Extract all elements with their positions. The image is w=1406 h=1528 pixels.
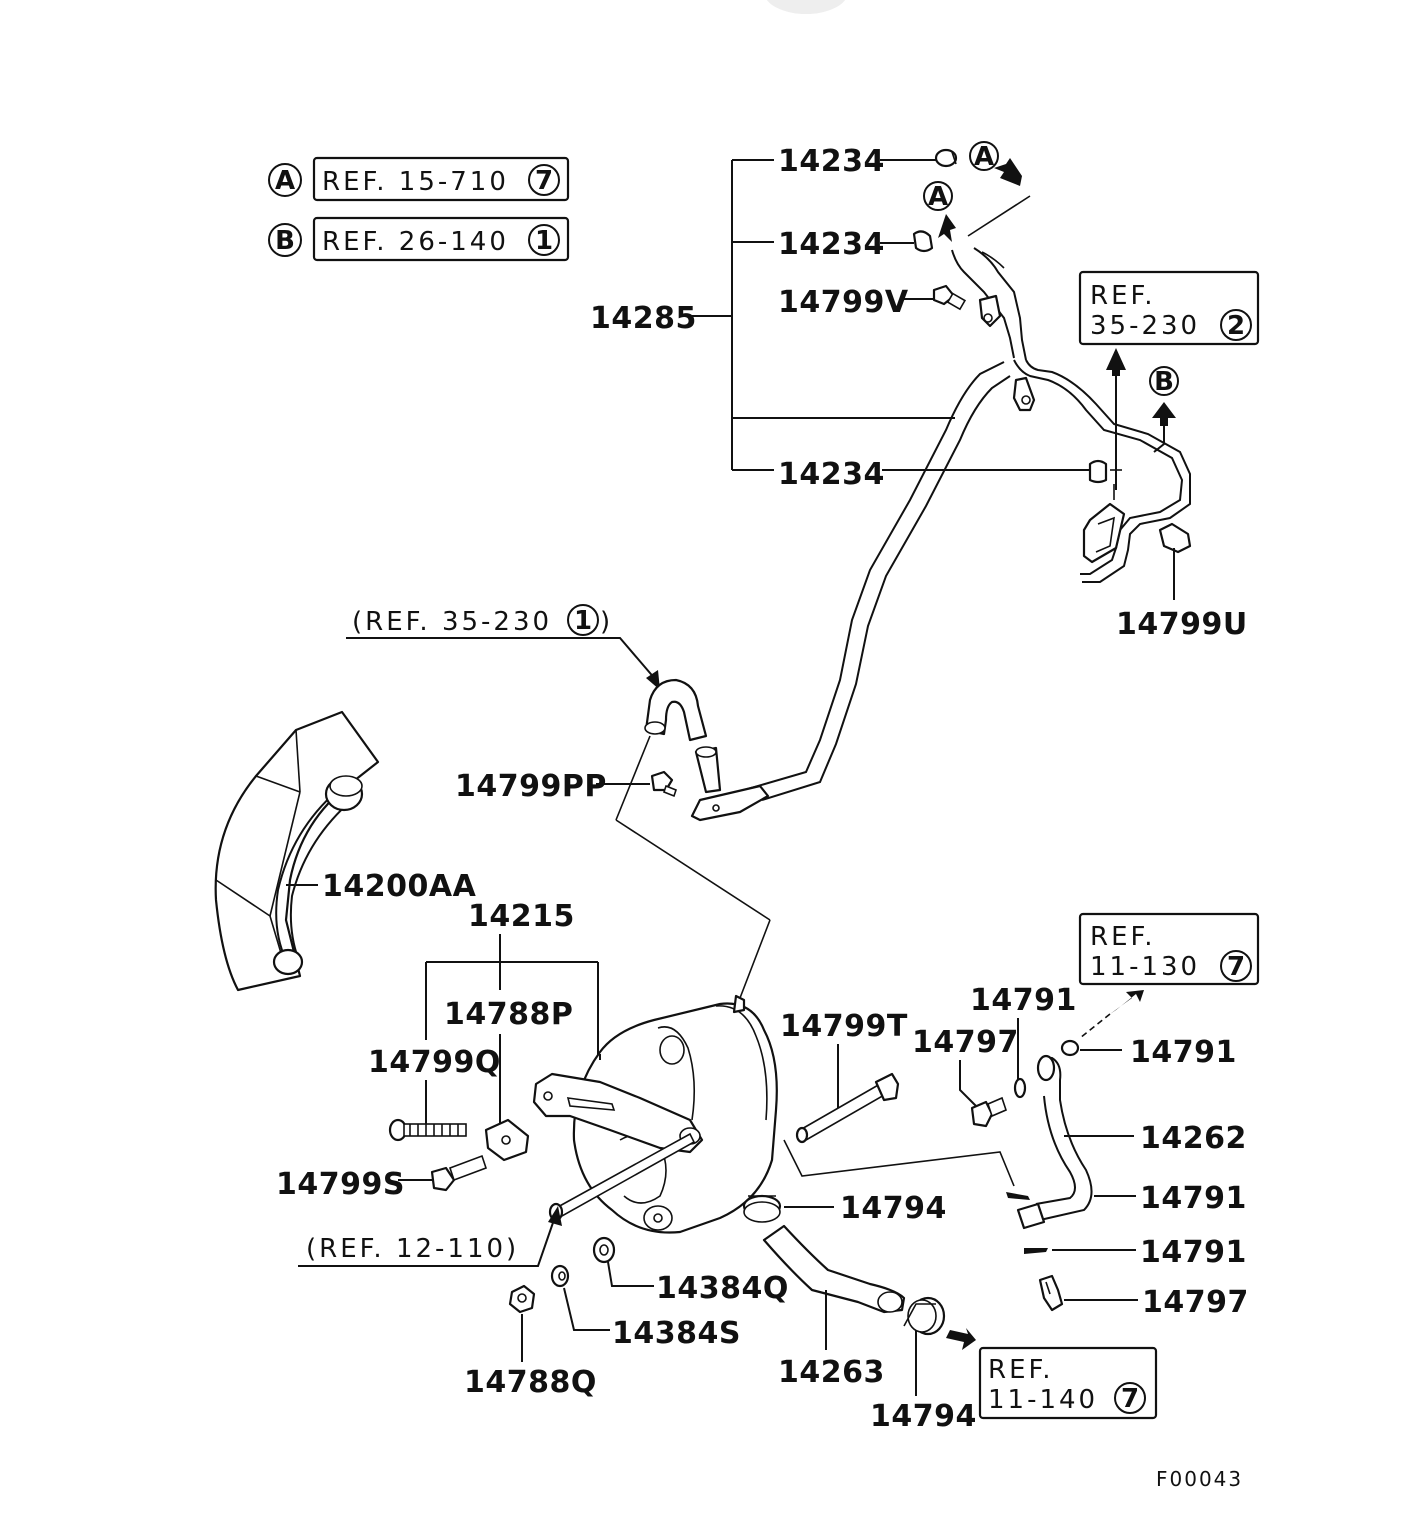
label-14799pp: 14799PP: [455, 769, 607, 804]
label-14384q: 14384Q: [656, 1271, 789, 1306]
washer-14384s: [550, 1264, 570, 1288]
nut-14788p: [484, 1118, 530, 1162]
label-14791-top: 14791: [970, 983, 1077, 1018]
bolt-14799s: [430, 1154, 488, 1192]
ref-11-130-7-line2: 11-130: [1090, 952, 1200, 982]
legend-b-ref: REF. 26-140: [322, 227, 509, 257]
ring-14791-top: [1013, 1077, 1027, 1099]
label-14794-b: 14794: [870, 1399, 977, 1434]
hose-elbow: [615, 678, 771, 999]
bolt-14799u: [1158, 522, 1192, 600]
plug-14234-mid: [912, 230, 934, 253]
ref-11-130-7-num: 7: [1227, 952, 1245, 982]
bolt-14799v: [932, 284, 967, 311]
label-14799u: 14799U: [1116, 607, 1248, 642]
figure-code: F00043: [1156, 1467, 1243, 1491]
bracket-14285: [692, 159, 955, 471]
marker-b: B: [1149, 366, 1179, 453]
marker-a-top: A: [969, 141, 1022, 186]
bolt-14799t: [795, 1072, 900, 1144]
bolt-14799pp: [650, 770, 677, 798]
label-14799q: 14799Q: [368, 1045, 501, 1080]
marker-a-mid: A: [923, 181, 956, 242]
ring-14791-mid: [1006, 1192, 1030, 1200]
ref-11-140-7-line1: REF.: [988, 1355, 1054, 1385]
label-14799t: 14799T: [780, 1009, 908, 1044]
arrow-to-ref-35-230-2: [1106, 348, 1126, 490]
ring-14791-low: [1024, 1248, 1048, 1254]
clamp-14794-upper: [742, 1194, 782, 1223]
nut-14788q: [508, 1284, 536, 1314]
label-14794-a: 14794: [840, 1191, 947, 1226]
label-14788p: 14788P: [444, 997, 573, 1032]
label-14797-top: 14797: [912, 1025, 1019, 1060]
arrow-a-top: [994, 158, 1022, 186]
plug-14234-low: [1088, 459, 1108, 484]
legend-b-letter: B: [275, 226, 295, 256]
ref-35-230-2-line1: REF.: [1090, 281, 1156, 311]
arrow-a-mid: [938, 214, 956, 242]
ref-35-230-1-text: (REF. 35-230: [352, 607, 552, 637]
label-14788q: 14788Q: [464, 1365, 597, 1400]
pipe-upper-assembly: [743, 247, 1191, 801]
top-shadow: [766, 0, 846, 14]
washer-14384q: [592, 1236, 616, 1264]
label-14384s: 14384S: [612, 1316, 741, 1351]
label-14215: 14215: [468, 899, 575, 934]
ref-box-11-140-7: REF. 11-140 7: [978, 1346, 1158, 1420]
legend-a-letter: A: [275, 166, 295, 196]
ref-11-140-7-line2: 11-140: [988, 1385, 1098, 1415]
bolt-14799q: [388, 1118, 467, 1142]
ref-11-130-7-line1: REF.: [1090, 922, 1156, 952]
label-14285: 14285: [590, 301, 697, 336]
label-14200aa: 14200AA: [322, 869, 477, 904]
label-14234-top: 14234: [778, 144, 885, 179]
label-14791-mid: 14791: [1140, 1181, 1247, 1216]
label-14791-right: 14791: [1130, 1035, 1237, 1070]
ref-legend-b: B REF. 26-140 1: [268, 216, 570, 262]
main-housing: [532, 994, 778, 1234]
arrow-to-ref-11-140: [946, 1328, 976, 1350]
pipe-14262: [1016, 1054, 1093, 1230]
ref-legend-a: A REF. 15-710 7: [268, 156, 570, 202]
ref-inline-35-230-1: (REF. 35-230 1 ): [346, 604, 660, 690]
heat-shield-14200aa: [214, 710, 380, 992]
ref-35-230-2-line2: 35-230: [1090, 311, 1200, 341]
marker-a-top-letter: A: [974, 142, 994, 172]
label-14797-low: 14797: [1142, 1285, 1249, 1320]
ref-12-110: (REF. 12-110): [306, 1234, 519, 1264]
marker-a-mid-letter: A: [928, 182, 948, 212]
label-14791-low: 14791: [1140, 1235, 1247, 1270]
ref-box-35-230-2: REF. 35-230 2: [1078, 270, 1260, 346]
label-14799v: 14799V: [778, 285, 909, 320]
ref-11-140-7-num: 7: [1121, 1384, 1139, 1414]
hose-14263: [762, 1224, 906, 1314]
bolt-14797-low: [1038, 1274, 1064, 1312]
ref-35-230-1-close: ): [600, 607, 613, 637]
arrow-to-ref-11-130: [1110, 990, 1144, 1014]
legend-a-ref: REF. 15-710: [322, 167, 509, 197]
label-14234-mid: 14234: [778, 227, 885, 262]
legend-b-num: 1: [535, 226, 553, 256]
legend-a-num: 7: [535, 166, 553, 196]
clamp-14794-lower: [903, 1296, 946, 1336]
marker-b-letter: B: [1154, 367, 1174, 397]
bracket-14215: [425, 934, 599, 1060]
label-14262: 14262: [1140, 1121, 1247, 1156]
ring-14791-right: [1060, 1039, 1080, 1057]
ref-box-11-130-7: REF. 11-130 7: [1078, 912, 1260, 986]
label-14263: 14263: [778, 1355, 885, 1390]
ref-35-230-1-num: 1: [574, 606, 592, 636]
label-14799s: 14799S: [276, 1167, 405, 1202]
ref-35-230-2-num: 2: [1227, 311, 1245, 341]
label-14234-low: 14234: [778, 457, 885, 492]
plug-14234-top: [934, 148, 958, 168]
bolt-14797-top: [970, 1096, 1007, 1128]
